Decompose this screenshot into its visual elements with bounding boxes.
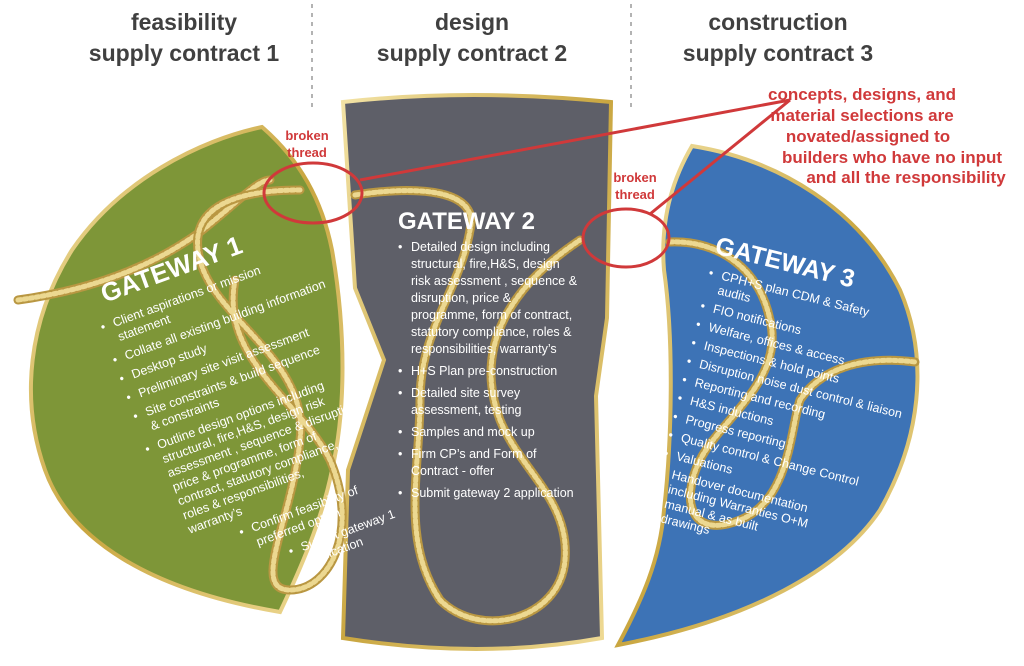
gateway1-bullet: • (237, 525, 246, 540)
gateway1-bullet: • (99, 320, 108, 335)
gateway3-bullet: • (671, 409, 679, 424)
gateway1-bullet: • (131, 409, 140, 424)
gateway2-item-line: Detailed design including (411, 240, 550, 254)
broken-thread-1-line2: thread (287, 145, 327, 160)
annotation-line-3: novated/assigned to (786, 127, 950, 146)
header-feasibility-line2: supply contract 1 (89, 40, 280, 66)
header-design-line1: design (435, 9, 509, 35)
annotation-line-2: material selections are (770, 106, 953, 125)
annotation-line-5: and all the responsibility (806, 168, 1006, 187)
gateway1-bullet: • (117, 371, 126, 386)
header-feasibility: feasibility supply contract 1 (89, 9, 280, 66)
gateway3-bullet: • (690, 336, 698, 351)
header-construction-line2: supply contract 3 (683, 40, 873, 66)
gateway2-bullet: • (398, 486, 402, 500)
gateway1-bullet: • (287, 544, 296, 559)
gateway2-item-line: Contract - offer (411, 464, 494, 478)
gateway2-item-line: programme, form of contract, (411, 308, 572, 322)
gateway2-item-line: Detailed site survey (411, 386, 521, 400)
broken-thread-2-line2: thread (615, 187, 655, 202)
gateway2-content: GATEWAY 2 • Detailed design including stru… (398, 208, 578, 500)
header-construction: construction supply contract 3 (683, 9, 873, 66)
gateway1-bullet: • (111, 352, 120, 367)
gateway3-bullet: • (681, 372, 689, 387)
gateway3-bullet: • (685, 354, 693, 369)
gateway3-bullet: • (694, 317, 702, 332)
gateway3-bullet: • (658, 465, 666, 480)
gateway1-bullet: • (124, 390, 133, 405)
broken-thread-circle-1 (262, 161, 364, 225)
gateway2-item-line: Firm CP’s and Form of (411, 447, 537, 461)
gateway2-bullet: • (398, 240, 402, 254)
gateway3-bullet: • (699, 299, 707, 314)
gateway2-bullet: • (398, 364, 402, 378)
header-feasibility-line1: feasibility (131, 9, 237, 35)
gateway3-bullet: • (662, 446, 670, 461)
header-construction-line1: construction (708, 9, 847, 35)
annotation-connector-1 (359, 98, 791, 182)
gateway2-item-line: Samples and mock up (411, 425, 535, 439)
gateway1-panel (28, 124, 345, 615)
gateway2-item-line: H+S Plan pre-construction (411, 364, 557, 378)
annotation-connector-2 (649, 98, 791, 216)
broken-thread-label-2: broken thread (613, 170, 656, 202)
gateway2-item-line: Submit gateway 2 application (411, 486, 574, 500)
gateway2-item-line: structural, fire,H&S, design (411, 257, 560, 271)
gateway2-bullet: • (398, 447, 402, 461)
broken-thread-1-line1: broken (285, 128, 328, 143)
gateway3-bullet: • (667, 428, 675, 443)
gateway2-item-line: disruption, price & (411, 291, 512, 305)
header-design-line2: supply contract 2 (377, 40, 567, 66)
gateway3-bullet: • (707, 266, 715, 281)
gateway2-item-line: risk assessment , sequence & (411, 274, 578, 288)
gateway2-bullet: • (398, 386, 402, 400)
broken-thread-2-line1: broken (613, 170, 656, 185)
annotation-line-4: builders who have no input (782, 148, 1002, 167)
gateway2-item-line: statutory compliance, roles & (411, 325, 572, 339)
gateway2-item-line: assessment, testing (411, 403, 522, 417)
rope-thread (13, 175, 920, 626)
gateway2-title: GATEWAY 2 (398, 208, 535, 235)
novation-annotation: concepts, designs, and material selectio… (768, 85, 1006, 187)
gateway2-item-list: • Detailed design including structural, fi… (398, 240, 578, 500)
gateway3-bullet: • (676, 391, 684, 406)
gateway2-item-line: responsibilities, warranty’s (411, 342, 557, 356)
header-design: design supply contract 2 (377, 9, 567, 66)
gateway2-panel (340, 93, 614, 651)
gateway2-bullet: • (398, 425, 402, 439)
broken-thread-label-1: broken thread (285, 128, 328, 160)
gateway1-bullet: • (143, 442, 152, 457)
annotation-line-1: concepts, designs, and (768, 85, 956, 104)
broken-thread-circle-2 (581, 207, 671, 269)
gateway3-panel (614, 143, 920, 648)
